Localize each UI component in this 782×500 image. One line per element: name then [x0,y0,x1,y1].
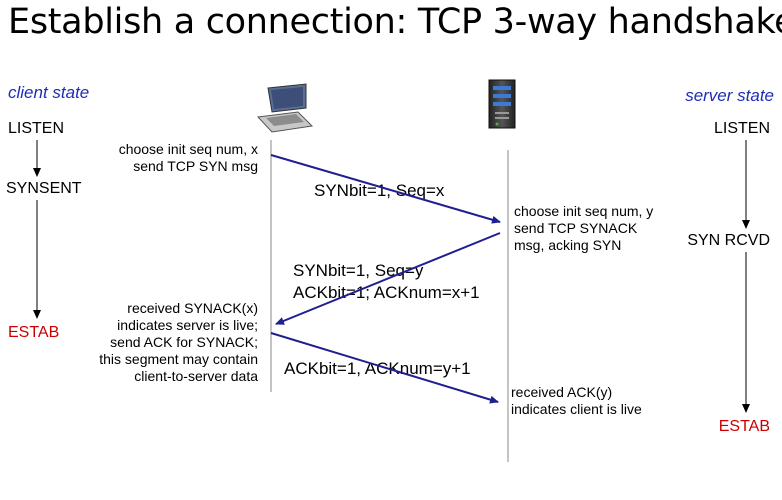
server-state-estab: ESTAB [718,418,770,435]
server-note-init: choose init seq num, y send TCP SYNACK m… [514,203,653,254]
server-icon [488,79,516,129]
note-line: indicates client is live [511,401,642,417]
server-note-received-ack: received ACK(y) indicates client is live [511,384,642,418]
server-state-listen: LISTEN [713,120,770,137]
note-line: msg, acking SYN [514,237,622,253]
note-line: indicates server is live; [117,317,258,333]
client-state-synsent: SYNSENT [6,180,82,197]
synack-message-label-1: SYNbit=1, Seq=y [293,261,424,280]
ack-message-label: ACKbit=1, ACKnum=y+1 [284,359,471,378]
client-state-estab: ESTAB [8,324,60,341]
page-title: Establish a connection: TCP 3-way handsh… [8,2,782,42]
syn-arrow [270,154,501,224]
note-line: received ACK(y) [511,384,613,400]
client-state-label: client state [8,83,90,102]
note-line: send TCP SYNACK [514,220,638,236]
note-line: send TCP SYN msg [133,158,258,174]
client-note-received-synack: received SYNACK(x) indicates server is l… [99,300,258,385]
note-line: choose init seq num, x [118,141,258,157]
server-state-syn-rcvd: SYN RCVD [687,232,770,249]
note-line: received SYNACK(x) [127,300,258,316]
laptop-icon [256,83,314,133]
note-line: choose init seq num, y [514,203,654,219]
client-state-listen: LISTEN [8,120,65,137]
note-line: this segment may contain [99,351,258,367]
note-line: send ACK for SYNACK; [110,334,258,350]
note-line: client-to-server data [134,368,258,384]
synack-arrow [275,232,501,325]
ack-arrow [270,332,499,404]
server-state-label: server state [685,86,774,105]
client-note-init: choose init seq num, x send TCP SYN msg [119,141,258,175]
